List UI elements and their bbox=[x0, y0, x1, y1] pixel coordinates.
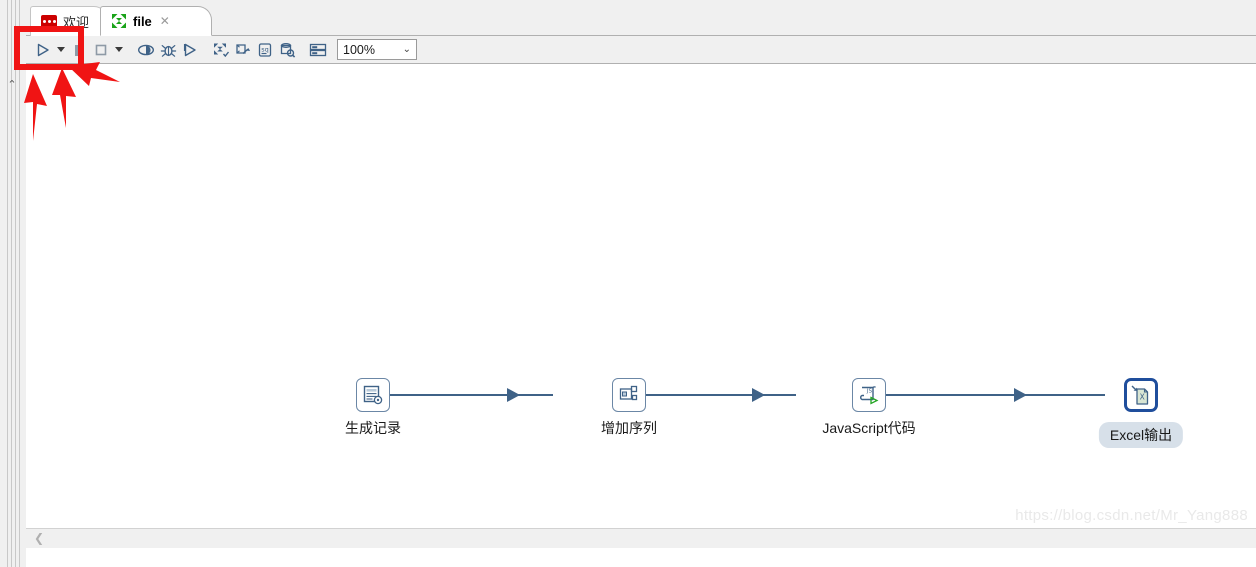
editor-area: 欢迎 file ✕ bbox=[26, 0, 1256, 567]
left-collapsed-panel[interactable]: ⌃ bbox=[0, 0, 27, 567]
node-icon-box[interactable] bbox=[356, 378, 390, 412]
node-label: 生成记录 bbox=[345, 420, 401, 436]
debug-button[interactable] bbox=[157, 39, 179, 61]
node-javascript-code[interactable]: JS JavaScript代码 bbox=[822, 378, 916, 436]
hop-line[interactable] bbox=[365, 394, 553, 396]
svg-text:JS: JS bbox=[866, 389, 873, 395]
tab-strip: 欢迎 file ✕ bbox=[26, 0, 1256, 36]
canvas-horizontal-scrollbar[interactable]: ❮ bbox=[26, 528, 1256, 548]
replay-button[interactable] bbox=[179, 39, 201, 61]
hop-arrow-icon bbox=[507, 388, 520, 402]
run-options-dropdown[interactable] bbox=[54, 40, 68, 60]
node-label: 增加序列 bbox=[601, 420, 657, 436]
zoom-level-combo[interactable]: 100% ⌄ bbox=[337, 39, 417, 60]
tab-strip-baseline bbox=[26, 35, 1256, 36]
pentaho-icon bbox=[41, 14, 57, 29]
hop-arrow-icon bbox=[752, 388, 765, 402]
scroll-left-icon[interactable]: ❮ bbox=[33, 531, 45, 545]
node-add-sequence[interactable]: 增加序列 bbox=[601, 378, 657, 436]
svg-text:sq: sq bbox=[261, 45, 269, 53]
node-label: JavaScript代码 bbox=[822, 420, 916, 436]
svg-text:X: X bbox=[1140, 393, 1145, 402]
chevron-down-icon: ⌄ bbox=[402, 44, 411, 55]
excel-output-icon: X bbox=[1131, 385, 1149, 405]
watermark: https://blog.csdn.net/Mr_Yang888 bbox=[1015, 507, 1248, 524]
transformation-toolbar: sq bbox=[26, 36, 1256, 64]
node-excel-output[interactable]: X Excel输出 bbox=[1098, 378, 1184, 448]
expand-panel-chevron-icon[interactable]: ⌃ bbox=[7, 79, 17, 91]
generate-rows-icon bbox=[363, 385, 383, 405]
stop-options-dropdown[interactable] bbox=[112, 40, 126, 60]
hop-line[interactable] bbox=[612, 394, 796, 396]
database-search-button[interactable] bbox=[276, 39, 298, 61]
run-button[interactable] bbox=[32, 39, 54, 61]
generate-sql-button[interactable]: sq bbox=[254, 39, 276, 61]
verify-button[interactable] bbox=[210, 39, 232, 61]
add-sequence-icon bbox=[619, 385, 638, 401]
chevron-down-icon bbox=[115, 47, 123, 52]
transformation-icon bbox=[111, 13, 127, 29]
impact-analysis-button[interactable] bbox=[232, 39, 254, 61]
hop-arrow-icon bbox=[1014, 388, 1027, 402]
tab-file[interactable]: file ✕ bbox=[100, 6, 212, 36]
chevron-down-icon bbox=[57, 47, 65, 52]
annotation-highlight-rect bbox=[14, 26, 84, 70]
node-label: Excel输出 bbox=[1098, 422, 1184, 448]
close-icon[interactable]: ✕ bbox=[159, 14, 170, 28]
stop-button[interactable] bbox=[90, 39, 112, 61]
node-icon-box[interactable]: X bbox=[1124, 378, 1158, 412]
node-icon-box[interactable] bbox=[612, 378, 646, 412]
javascript-icon: JS bbox=[860, 386, 879, 405]
tab-file-label: file bbox=[133, 13, 152, 29]
node-generate-records[interactable]: 生成记录 bbox=[345, 378, 401, 436]
node-icon-box[interactable]: JS bbox=[852, 378, 886, 412]
transformation-canvas[interactable]: 生成记录 增加序列 bbox=[26, 65, 1256, 548]
hop-line[interactable] bbox=[852, 394, 1105, 396]
show-results-grid-button[interactable] bbox=[307, 39, 329, 61]
preview-button[interactable] bbox=[135, 39, 157, 61]
zoom-level-value: 100% bbox=[343, 42, 375, 57]
